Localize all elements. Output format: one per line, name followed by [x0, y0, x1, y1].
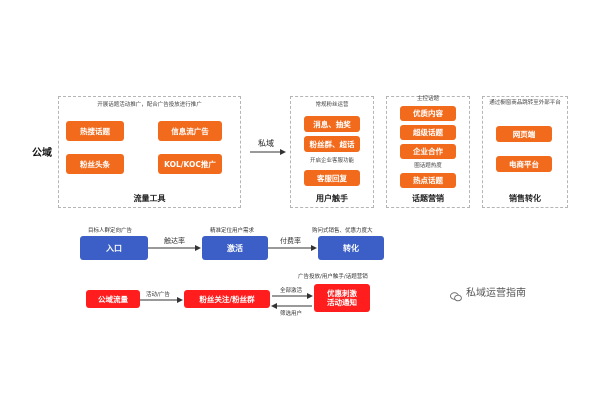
ad-label: 活动/广告 — [146, 292, 170, 298]
user-touch-box — [290, 96, 374, 208]
activate-node[interactable]: 激活 — [202, 236, 268, 260]
sales-conversion-box — [482, 96, 568, 208]
fans-group-super-topic-button[interactable]: 粉丝群、超话 — [304, 136, 360, 152]
all-activate-label: 全部激活 — [280, 288, 303, 294]
watermark-text: 私域运营指南 — [466, 288, 526, 299]
fans-headline-button[interactable]: 粉丝头条 — [66, 154, 124, 174]
feed-ad-button[interactable]: 信息流广告 — [158, 121, 222, 141]
entry-caption: 目标人群定向广告 — [88, 228, 133, 234]
convert-node[interactable]: 转化 — [318, 236, 384, 260]
message-lottery-button[interactable]: 消息、抽奖 — [304, 116, 360, 132]
public-domain-label: 公域 — [32, 148, 52, 159]
traffic-tools-caption: 开展话题活动推广，配合广告投放进行推广 — [97, 102, 202, 108]
activate-caption: 精准定位用户需求 — [210, 228, 255, 234]
wechat-logo-icon — [450, 287, 462, 301]
public-traffic-node[interactable]: 公域流量 — [86, 290, 140, 308]
web-page-button[interactable]: 网页端 — [496, 126, 552, 142]
private-domain-label: 私域 — [258, 139, 274, 148]
topic-marketing-caption-top: 主控话题 — [416, 96, 439, 102]
promotion-notice-node[interactable]: 优惠刺激 活动通知 — [314, 284, 370, 312]
user-touch-caption-mid: 开启企业客服功能 — [309, 158, 354, 164]
sales-conversion-caption-top: 通过橱窗商品跳转至外部平台 — [489, 100, 561, 106]
customer-service-reply-button[interactable]: 客服回复 — [304, 170, 360, 186]
filter-users-label: 筛选用户 — [280, 311, 303, 317]
flow-top-caption: 广告投放/用户触手/话题营销 — [298, 274, 368, 280]
reach-rate-label: 触达率 — [164, 237, 185, 245]
convert-caption: 购问式销售、优惠力度大 — [312, 228, 373, 234]
quality-content-button[interactable]: 优质内容 — [400, 106, 456, 121]
fans-follow-group-node[interactable]: 粉丝关注/粉丝群 — [184, 290, 270, 308]
kol-koc-promotion-button[interactable]: KOL/KOC推广 — [158, 154, 222, 174]
enterprise-cooperation-button[interactable]: 企业合作 — [400, 144, 456, 159]
pay-rate-label: 付费率 — [280, 237, 301, 245]
entry-node[interactable]: 入口 — [80, 236, 148, 260]
traffic-tools-box — [58, 96, 241, 208]
topic-marketing-caption-mid: 圈话题热度 — [414, 163, 442, 169]
user-touch-caption-top: 常规粉丝运营 — [315, 102, 349, 108]
traffic-tools-title: 流量工具 — [133, 194, 166, 203]
hot-topic-button[interactable]: 热点话题 — [400, 173, 456, 188]
watermark: 私域运营指南 — [450, 284, 526, 301]
sales-conversion-title: 销售转化 — [509, 194, 541, 203]
super-topic-button[interactable]: 超级话题 — [400, 125, 456, 140]
topic-marketing-box — [386, 96, 470, 208]
ecommerce-platform-button[interactable]: 电商平台 — [496, 156, 552, 172]
hot-search-topic-button[interactable]: 热搜话题 — [66, 121, 124, 141]
user-touch-title: 用户触手 — [316, 194, 348, 203]
topic-marketing-title: 话题营销 — [412, 194, 444, 203]
